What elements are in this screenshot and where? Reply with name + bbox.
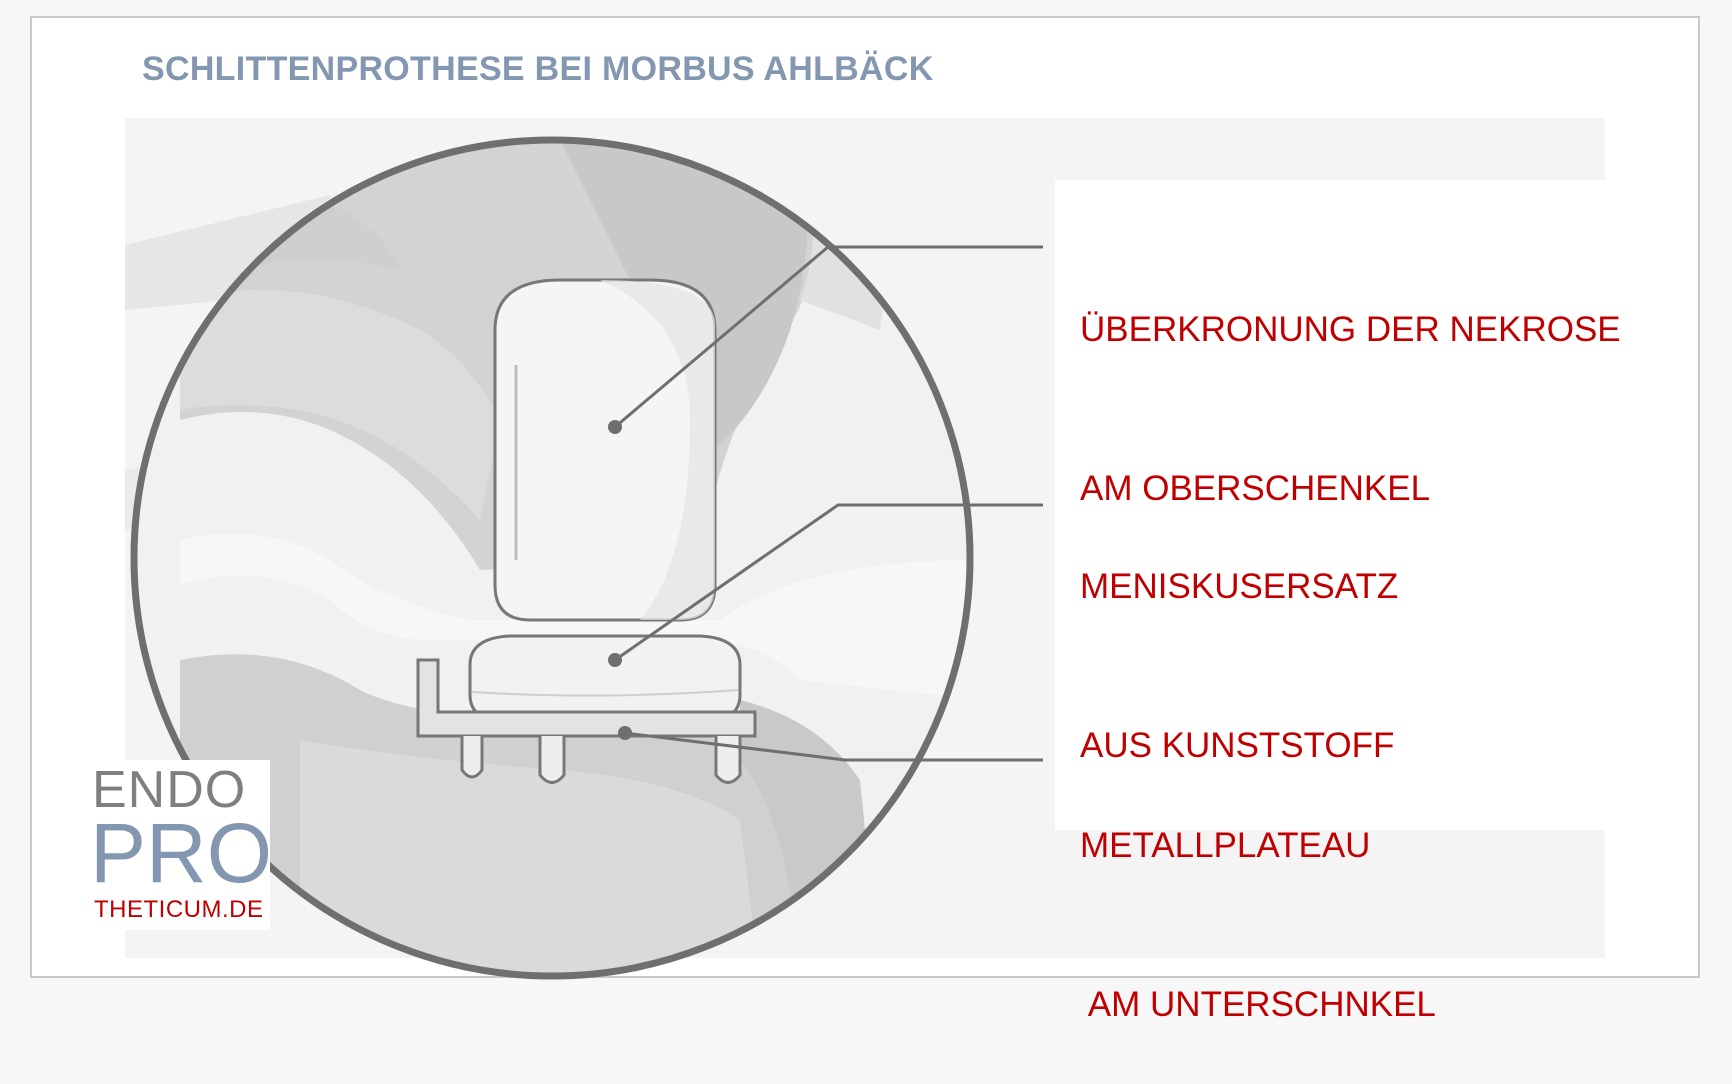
pointer-dot-meniscus bbox=[608, 653, 622, 667]
label-meniscus-line1: MENISKUSERSATZ bbox=[1080, 560, 1398, 613]
endoprotheticum-logo: ENDO PRO THETICUM.DE bbox=[90, 760, 270, 930]
plateau-peg-1 bbox=[462, 736, 482, 777]
logo-domain-text: THETICUM.DE bbox=[94, 896, 264, 924]
label-plateau-line1: METALLPLATEAU bbox=[1080, 819, 1436, 872]
label-plateau-line2: AM UNTERSCHNKEL bbox=[1080, 978, 1436, 1031]
logo-pro-text: PRO bbox=[90, 808, 272, 898]
plateau-peg-3 bbox=[716, 736, 740, 783]
meniscus-insert bbox=[470, 636, 740, 722]
label-femoral-line1: ÜBERKRONUNG DER NEKROSE bbox=[1080, 303, 1621, 356]
plateau-peg-2 bbox=[540, 736, 564, 783]
pointer-dot-femoral bbox=[608, 420, 622, 434]
label-metal-plateau: METALLPLATEAU AM UNTERSCHNKEL bbox=[1080, 713, 1436, 1084]
pointer-dot-plateau bbox=[618, 726, 632, 740]
